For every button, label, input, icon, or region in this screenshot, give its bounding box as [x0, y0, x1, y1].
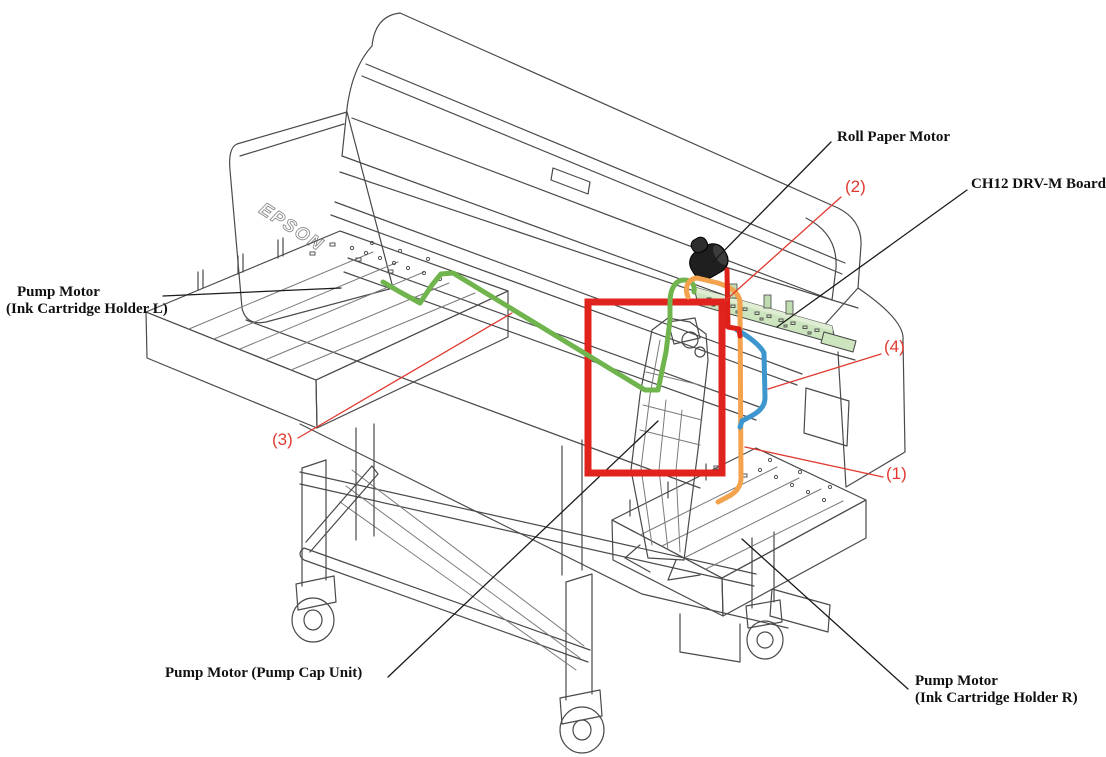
pump-cap-motor-bracket — [667, 317, 701, 345]
epson-logo: EPSON — [256, 199, 328, 256]
cable-green-route — [380, 270, 697, 393]
callout-4: (4) — [884, 337, 905, 356]
left-caster-hub — [303, 609, 323, 631]
lid-outline — [371, 12, 862, 289]
ch12-drv-m-board — [693, 283, 857, 353]
label-pump-motor-l-line1: Pump Motor — [17, 284, 100, 300]
leader-pump-cap-unit — [387, 420, 659, 678]
pump-cap-crossbars — [639, 371, 703, 446]
leader-roll-paper-motor — [711, 141, 832, 264]
printer-right-cover — [739, 287, 906, 633]
bottom-front-edge — [299, 423, 789, 629]
stand-left-leg — [301, 459, 327, 587]
black-leaders — [162, 141, 968, 690]
left-caster-wheel — [291, 597, 335, 643]
callout-1: (1) — [886, 464, 907, 483]
pump-cap-outline — [630, 317, 709, 561]
board-sub-piece — [820, 331, 857, 353]
highlight-rectangle — [584, 298, 726, 477]
right-front-caster-wheel — [559, 706, 605, 754]
printer-top-cover — [341, 12, 862, 331]
stand-right-rear-leg — [751, 531, 775, 609]
pump-cap-feet — [624, 544, 701, 581]
right-foot-block — [769, 588, 831, 633]
holder-r-front-face — [611, 519, 724, 617]
lid-latch — [550, 167, 591, 195]
right-cover-recess — [803, 387, 850, 447]
stand-rear-left-post — [355, 423, 375, 541]
right-front-caster-bracket — [559, 689, 603, 725]
right-front-caster-hub — [572, 719, 592, 741]
right-cover-top-edge — [739, 327, 856, 361]
left-caster-bracket — [295, 575, 337, 611]
holder-l-tabs — [197, 237, 284, 291]
label-pump-motor-r-line2: (Ink Cartridge Holder R) — [915, 690, 1078, 706]
lid-ridge-3 — [351, 117, 833, 301]
cable-orange-route — [683, 275, 744, 505]
stand — [291, 423, 784, 754]
leader-ch12-board — [776, 189, 968, 328]
holder-r-ribs — [639, 466, 844, 570]
lid-left-endcap — [341, 45, 373, 157]
callout-3: (3) — [272, 430, 293, 449]
motor-shaft — [690, 236, 709, 254]
callout-2: (2) — [845, 177, 866, 196]
left-panel-outline — [229, 111, 394, 324]
label-ch12-board: CH12 DRV-M Board — [971, 176, 1106, 192]
stand-top-rails — [299, 471, 757, 587]
right-rear-caster-hub — [756, 631, 774, 649]
leader-pump-motor-r — [741, 538, 909, 690]
label-pump-motor-r-line1: Pump Motor — [915, 673, 998, 689]
pump-cap-motor-shaft — [694, 346, 706, 358]
ink-cartridge-holder-l — [145, 230, 509, 429]
lid-ridge-2 — [361, 75, 843, 275]
right-rear-caster-bracket — [745, 599, 783, 629]
right-cover-outline — [819, 287, 906, 488]
stand-brace — [305, 465, 379, 553]
label-roll-paper-motor: Roll Paper Motor — [837, 129, 951, 145]
holder-l-components — [309, 240, 443, 282]
right-rear-caster-wheel — [746, 620, 784, 660]
ink-cartridge-holder-r — [611, 447, 867, 663]
basket-rods — [339, 469, 585, 671]
leader-callout-4 — [767, 353, 882, 390]
holder-l-right-face — [315, 290, 509, 429]
holder-r-pedestal — [679, 613, 741, 663]
leader-callout-3 — [297, 312, 513, 439]
holder-r-right-face — [721, 499, 867, 617]
stand-right-front-leg — [565, 573, 593, 701]
red-leaders — [297, 196, 884, 478]
label-pump-cap-unit: Pump Motor (Pump Cap Unit) — [165, 665, 363, 681]
leader-callout-1 — [744, 446, 884, 478]
lid-ridge-1 — [365, 63, 846, 264]
label-pump-motor-l-line2: (Ink Cartridge Holder L) — [6, 301, 168, 317]
pump-cap-motor-pulley — [681, 331, 699, 349]
front-cover-edge — [245, 319, 701, 489]
leader-callout-2 — [724, 196, 842, 302]
left-panel-seam — [239, 123, 345, 157]
stand-lower-rails — [299, 547, 591, 663]
leader-pump-motor-l — [162, 287, 342, 297]
stand-rear-right-post — [561, 439, 583, 576]
cable-blue-route — [734, 327, 768, 430]
printer-left-panel: EPSON — [229, 111, 394, 324]
